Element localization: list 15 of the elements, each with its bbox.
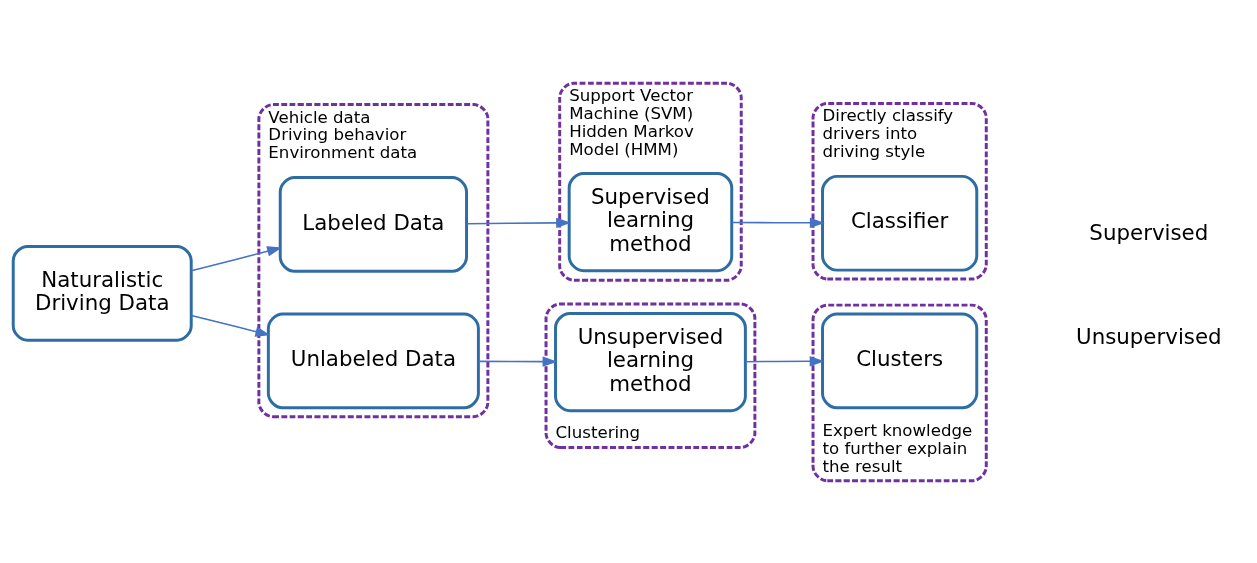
arrow: [190, 314, 271, 337]
arrow: [744, 355, 825, 367]
arrow: [190, 245, 283, 271]
node-box: Labeled Data: [278, 175, 468, 273]
arrow: [477, 355, 558, 367]
node-box: Supervised learning method: [567, 171, 734, 272]
arrow: [466, 217, 572, 228]
node-box: Naturalistic Driving Data: [11, 244, 193, 342]
label: Unsupervised: [1076, 323, 1222, 349]
arrow: [731, 217, 825, 228]
node-box: Clusters: [821, 312, 979, 409]
label: Supervised: [1089, 219, 1209, 245]
node-box: Unlabeled Data: [266, 312, 480, 409]
node-box: Unsupervised learning method: [554, 311, 747, 412]
node-box: Classifier: [821, 174, 979, 272]
